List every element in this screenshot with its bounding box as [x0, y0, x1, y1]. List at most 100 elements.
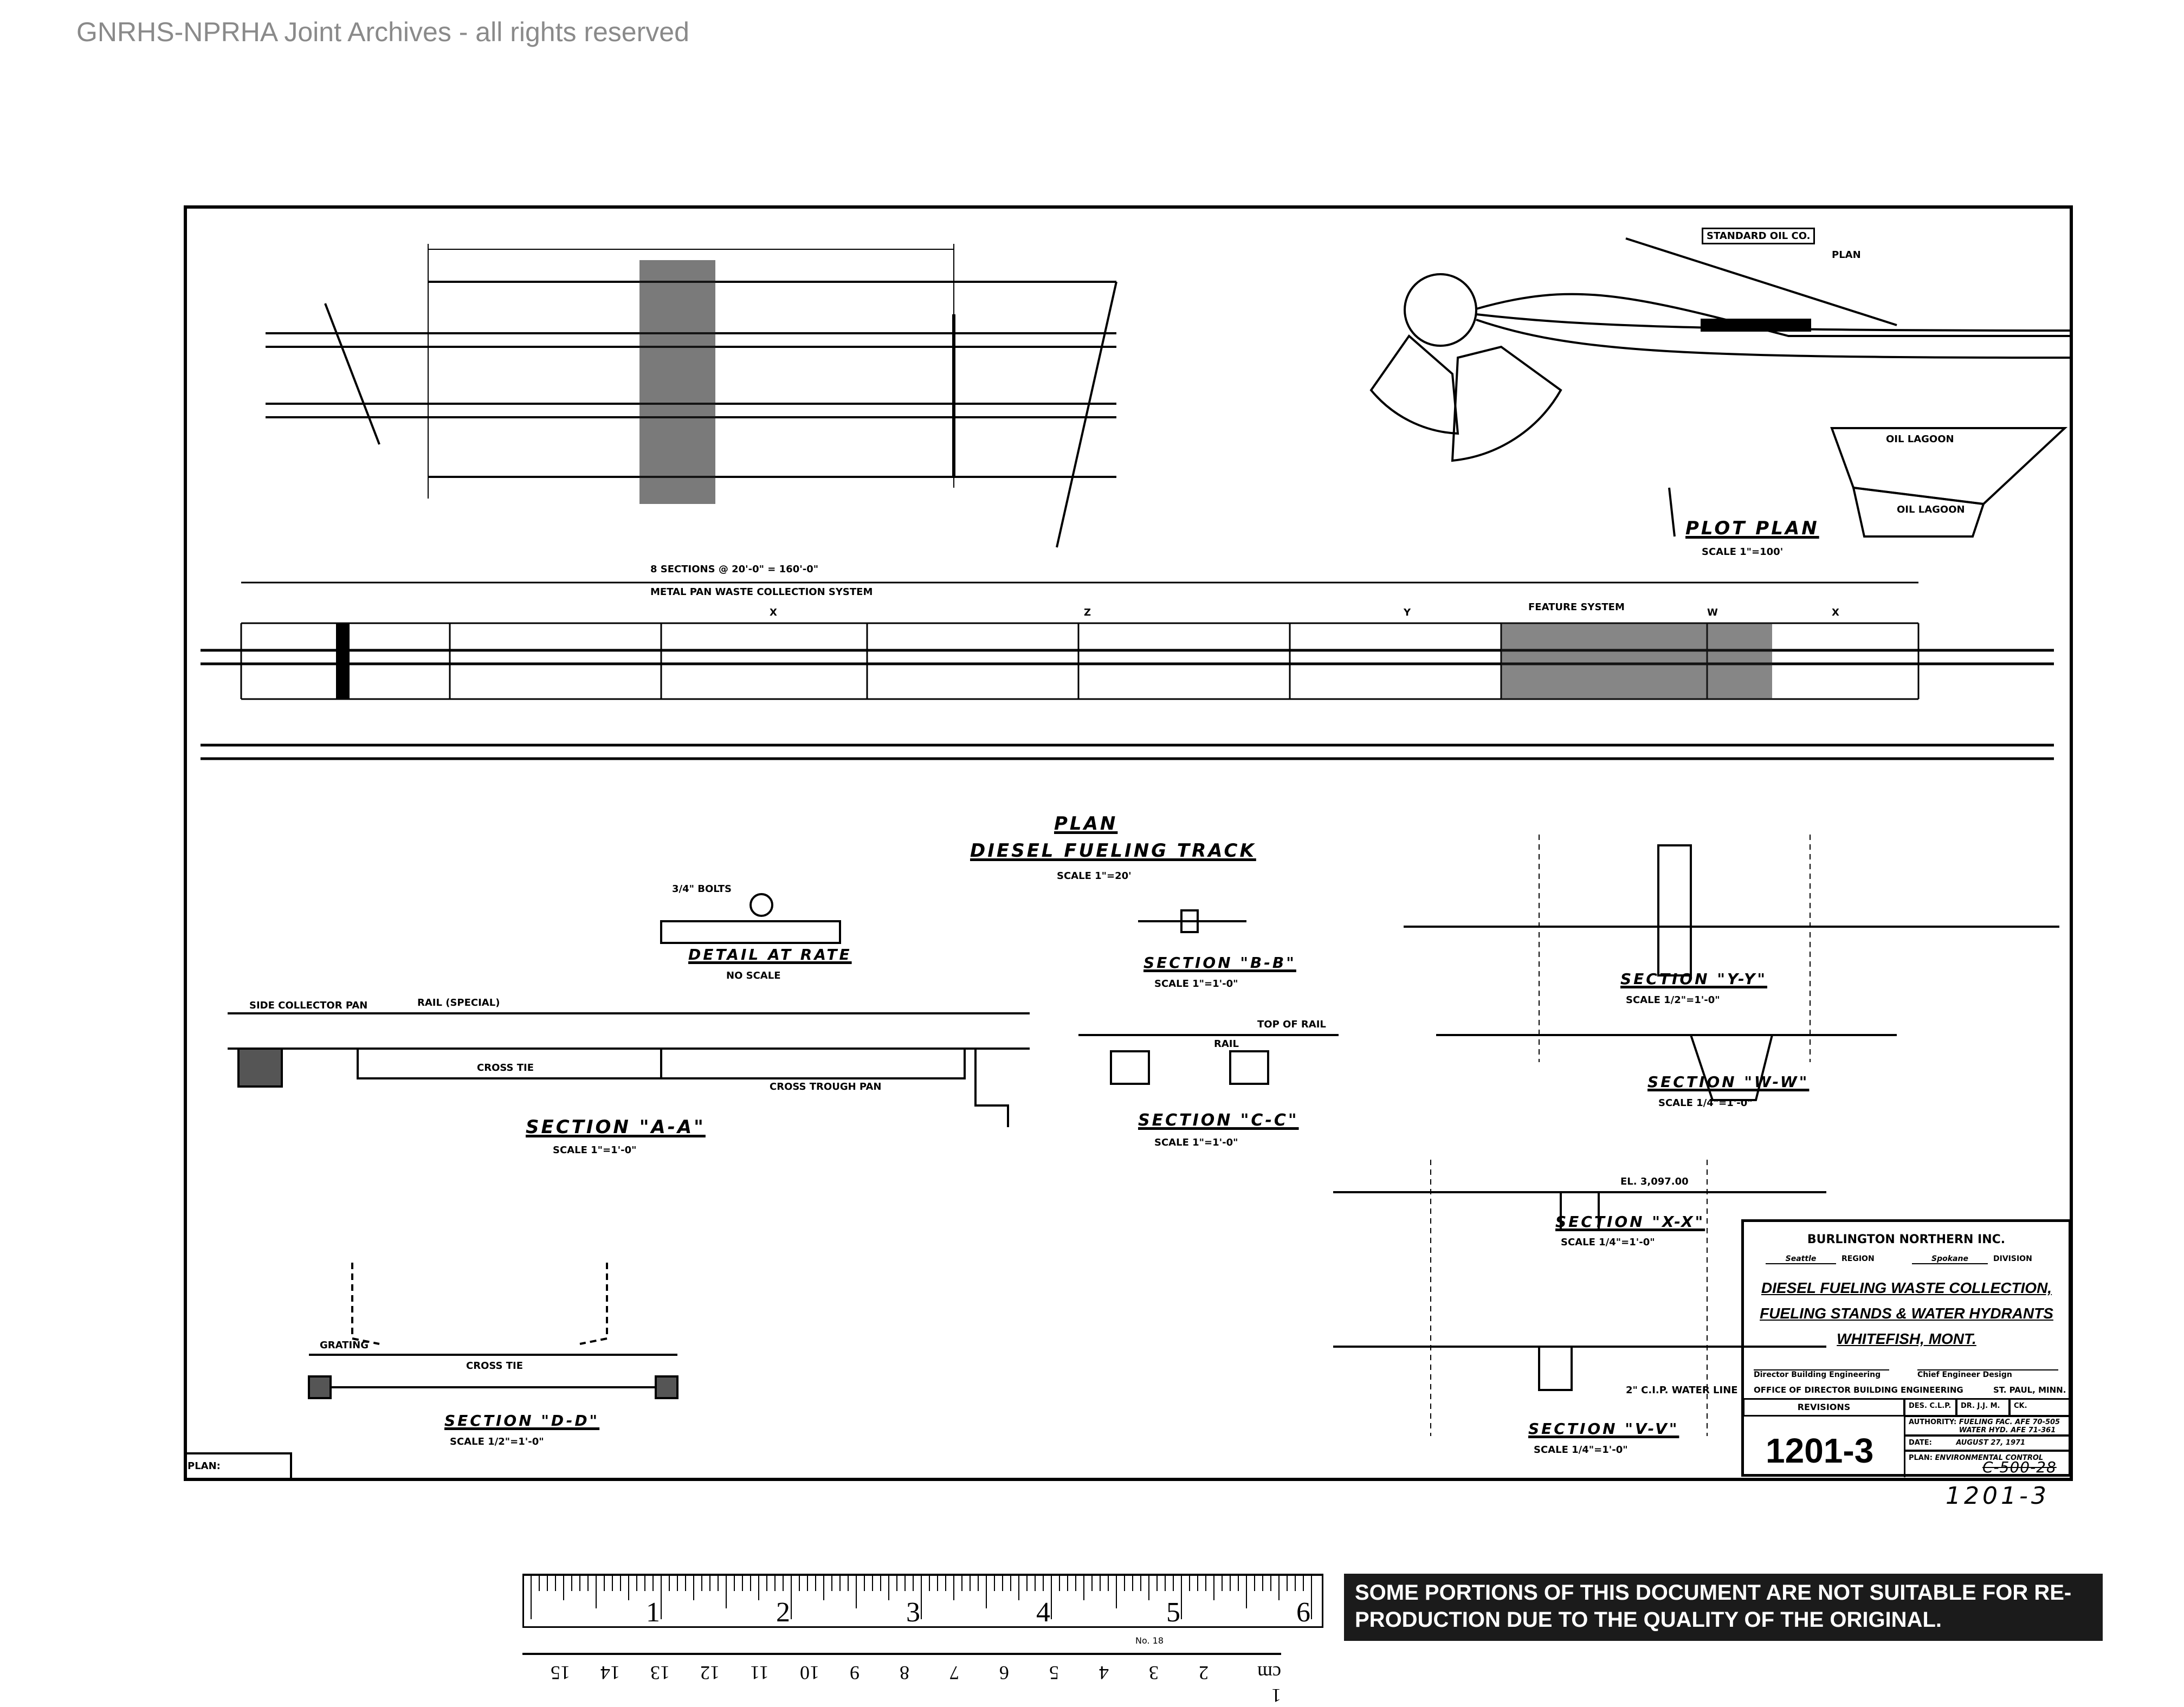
- cm-ruler-label: 12: [700, 1662, 720, 1684]
- old-drawing-number: C-500-28: [1982, 1458, 2057, 1476]
- section-marker: Z: [1084, 607, 1091, 618]
- section-bb-scale: SCALE 1"=1'-0": [1154, 978, 1238, 990]
- plot-plan-view: [1369, 237, 2072, 538]
- authority-value: FUELING FAC. AFE 70-505: [1959, 1418, 2060, 1426]
- date-label: DATE:: [1909, 1439, 1932, 1447]
- section-cc-title: SECTION "C-C": [1138, 1111, 1299, 1130]
- cm-ruler-label: 10: [800, 1662, 819, 1684]
- roundhouse: [1369, 334, 1459, 435]
- cm-ruler-label: 1 cm: [1257, 1662, 1281, 1706]
- inch-ruler: 1 2 3 4 5 6: [522, 1574, 1323, 1628]
- plan-title: PLAN: [1054, 813, 1118, 835]
- authority-label: AUTHORITY:: [1909, 1418, 1957, 1426]
- section-aa-view: [228, 1012, 1030, 1127]
- ruler-maker-label: No. 18: [1135, 1635, 1164, 1646]
- handwritten-drawing-number: 1201-3: [1946, 1482, 2050, 1510]
- plan-box-label: PLAN:: [188, 1460, 221, 1472]
- drawing-border: [184, 205, 2073, 1481]
- cm-ruler-label: 3: [1149, 1662, 1159, 1684]
- region-value: Seattle: [1766, 1255, 1836, 1264]
- signer-left: Director Building Engineering: [1754, 1369, 1889, 1379]
- plan-dimension: 8 SECTIONS @ 20'-0" = 160'-0": [650, 564, 819, 575]
- section-vv-view: [1333, 1346, 1826, 1391]
- title-line-2: FUELING STANDS & WATER HYDRANTS: [1760, 1305, 2053, 1322]
- section-marker: W: [1707, 607, 1718, 618]
- plan-scale: SCALE 1"=20': [1057, 870, 1132, 882]
- oil-lagoon-2: [1852, 486, 1985, 538]
- plot-plan-scale: SCALE 1"=100': [1702, 546, 1784, 558]
- section-dd-scale: SCALE 1/2"=1'-0": [450, 1436, 544, 1447]
- section-aa-label: SIDE COLLECTOR PAN: [249, 1000, 368, 1011]
- region-label: REGION: [1841, 1255, 1875, 1263]
- designer: DES. C.L.P.: [1904, 1398, 1957, 1417]
- section-vv-scale: SCALE 1/4"=1'-0": [1534, 1444, 1628, 1456]
- signer-right: Chief Engineer Design: [1917, 1369, 2058, 1379]
- oil-lagoon-label: OIL LAGOON: [1886, 434, 1954, 445]
- ruler-label: 2: [776, 1597, 790, 1628]
- drawing-number: 1201-3: [1766, 1431, 1874, 1470]
- section-vv-label: 2" C.I.P. WATER LINE: [1626, 1385, 1738, 1396]
- detail-at-rate-view: [660, 893, 841, 944]
- cm-ruler-label: 9: [850, 1662, 860, 1684]
- section-bb-view: [1138, 909, 1246, 933]
- plot-plan-title: PLOT PLAN: [1685, 518, 1819, 539]
- cm-ruler-label: 2: [1199, 1662, 1209, 1684]
- cm-ruler-label: 13: [650, 1662, 670, 1684]
- section-aa-title: SECTION "A-A": [526, 1116, 706, 1138]
- cm-ruler-label: 6: [999, 1662, 1009, 1684]
- section-dd-label: GRATING: [320, 1340, 369, 1351]
- turntable: [1404, 273, 1477, 347]
- division-label: DIVISION: [1993, 1255, 2032, 1263]
- date-field: DATE: AUGUST 27, 1971: [1904, 1435, 2072, 1451]
- ruler-label: 4: [1036, 1597, 1050, 1628]
- cm-ruler-label: 14: [600, 1662, 620, 1684]
- plan-subtitle: DIESEL FUELING TRACK: [970, 840, 1256, 862]
- section-ww-scale: SCALE 1/4"=1'-0": [1658, 1097, 1753, 1109]
- quality-notice: SOME PORTIONS OF THIS DOCUMENT ARE NOT S…: [1344, 1574, 2103, 1641]
- ruler-label: 5: [1166, 1597, 1180, 1628]
- standard-oil-label: STANDARD OIL CO.: [1702, 228, 1815, 244]
- plan-box: [184, 1452, 292, 1480]
- title-block: BURLINGTON NORTHERN INC. Seattle REGION …: [1741, 1219, 2072, 1477]
- plan-field: PLAN: ENVIRONMENTAL CONTROL: [1904, 1450, 2072, 1477]
- ruler-label: 1: [646, 1597, 660, 1628]
- section-vv-title: SECTION "V-V": [1528, 1420, 1679, 1438]
- section-aa-label: CROSS TROUGH PAN: [770, 1081, 882, 1092]
- cm-ruler-label: 11: [750, 1662, 769, 1684]
- section-dd-view: [308, 1263, 679, 1399]
- cm-ruler-label: 15: [551, 1662, 570, 1684]
- checker: CK.: [2009, 1398, 2072, 1417]
- office-name: OFFICE OF DIRECTOR BUILDING ENGINEERING: [1754, 1385, 1963, 1395]
- section-xx-elevation: EL. 3,097.00: [1620, 1176, 1689, 1187]
- date-value: AUGUST 27, 1971: [1956, 1439, 2026, 1447]
- cm-ruler-label: 7: [949, 1662, 959, 1684]
- section-cc-label: RAIL: [1214, 1038, 1239, 1050]
- section-aa-label: CROSS TIE: [477, 1062, 534, 1074]
- detail-at-rate-title: DETAIL AT RATE: [688, 946, 852, 964]
- revisions-header: REVISIONS: [1743, 1398, 1905, 1417]
- detail-at-rate-scale: NO SCALE: [726, 970, 781, 981]
- authority-value: WATER HYD. AFE 71-361: [1959, 1426, 2056, 1434]
- section-dd-title: SECTION "D-D": [444, 1412, 600, 1430]
- plan-dimension-note: METAL PAN WASTE COLLECTION SYSTEM: [650, 586, 873, 598]
- section-marker: X: [770, 607, 777, 618]
- section-ww-title: SECTION "W-W": [1647, 1073, 1810, 1091]
- top-elevation-view: [266, 244, 1117, 548]
- section-xx-scale: SCALE 1/4"=1'-0": [1561, 1237, 1655, 1248]
- plan-label: PLAN:: [1909, 1454, 1933, 1462]
- cm-ruler-label: 5: [1049, 1662, 1059, 1684]
- section-yy-view: [1404, 835, 2059, 1062]
- section-ww-view: [1436, 1034, 1897, 1101]
- office-city: ST. PAUL, MINN.: [1993, 1385, 2066, 1395]
- company-name: BURLINGTON NORTHERN INC.: [1807, 1233, 2006, 1246]
- plan-value: ENVIRONMENTAL CONTROL: [1935, 1454, 2044, 1462]
- section-aa-label: RAIL (SPECIAL): [417, 997, 500, 1008]
- ruler-ticks: [531, 1576, 1312, 1619]
- cm-ruler-label: 8: [900, 1662, 909, 1684]
- title-line-3: WHITEFISH, MONT.: [1837, 1330, 1976, 1347]
- section-marker: Y: [1404, 607, 1411, 618]
- section-xx-title: SECTION "X-X": [1555, 1213, 1705, 1231]
